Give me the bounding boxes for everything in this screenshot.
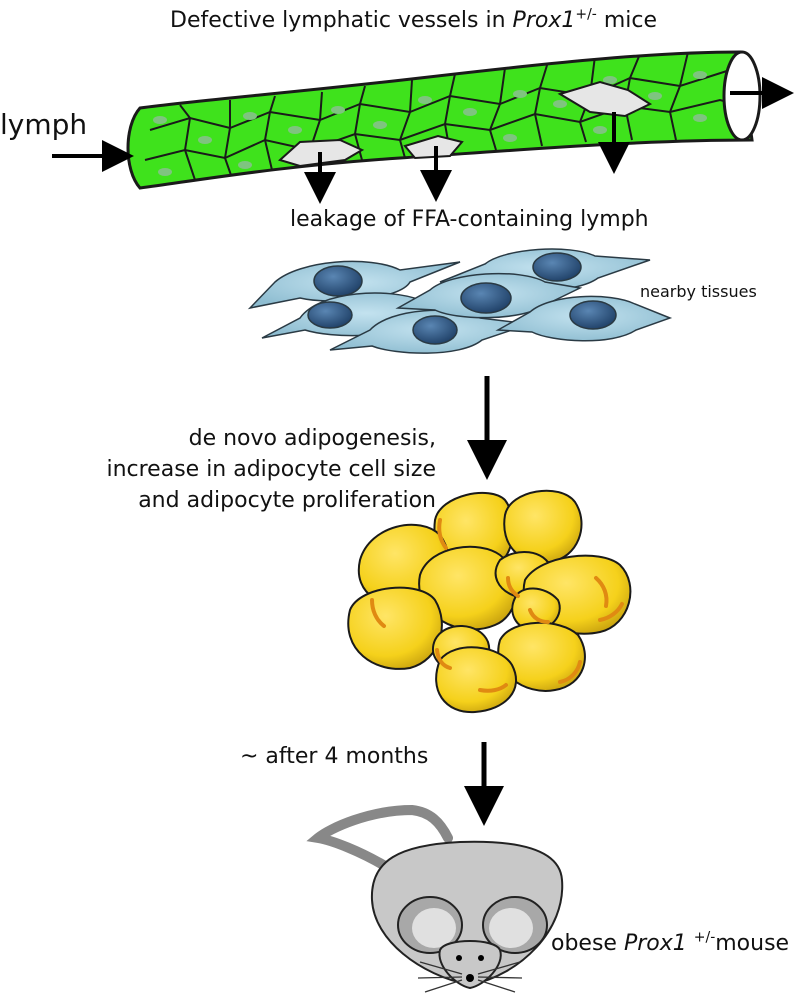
outcome-label: obese Prox1 +/-mouse [551, 931, 789, 957]
nearby-tissue-cells [247, 248, 673, 354]
title-gene: Prox1 [512, 8, 576, 33]
outcome-suffix: mouse [715, 931, 790, 956]
mouse-head [438, 940, 502, 990]
lymph-label: lymph [0, 108, 88, 141]
nearby-tissues-label: nearby tissues [640, 282, 757, 301]
lymphatic-vessel [126, 50, 762, 190]
vessel-gap [403, 134, 464, 160]
vessel-body [126, 50, 754, 190]
title-genotype: +/- [575, 6, 597, 23]
adipogenesis-line: and adipocyte proliferation [138, 488, 436, 513]
time-label: ~ after 4 months [240, 744, 429, 769]
adipogenesis-label: de novo adipogenesis, increase in adipoc… [96, 423, 436, 516]
title-suffix: mice [596, 8, 658, 33]
adipocyte-cluster [347, 489, 632, 714]
leakage-label: leakage of FFA-containing lymph [290, 207, 649, 232]
outcome-genotype: +/- [693, 929, 716, 946]
adipogenesis-line: increase in adipocyte cell size [106, 457, 436, 482]
vessel-gap [557, 80, 653, 118]
diagram-title: Defective lymphatic vessels in Prox1+/- … [170, 8, 657, 34]
outcome-prefix: obese [551, 931, 624, 956]
flow-arrows [52, 77, 794, 204]
obese-mouse [306, 804, 564, 993]
title-prefix: Defective lymphatic vessels in [170, 8, 513, 33]
vessel-opening [722, 50, 762, 142]
adipogenesis-line: de novo adipogenesis, [188, 426, 436, 451]
mouse-tail [306, 804, 453, 877]
outcome-gene: Prox1 [623, 931, 687, 956]
